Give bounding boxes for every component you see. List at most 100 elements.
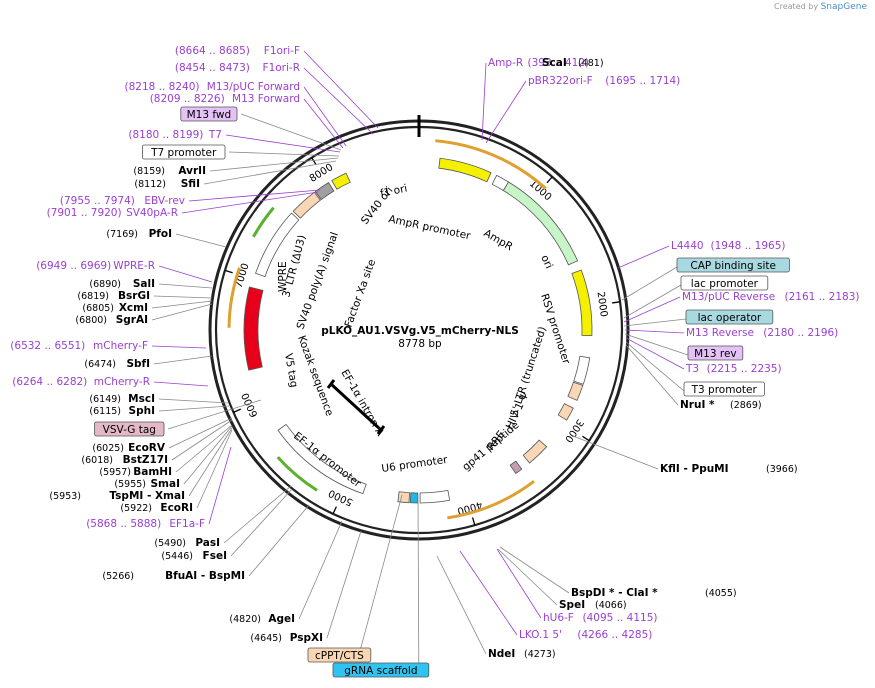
leader-line xyxy=(625,341,685,392)
feature-grna-scaffold[interactable] xyxy=(409,492,419,504)
enzyme-label[interactable]: SgrAI xyxy=(116,314,148,326)
primer-label[interactable]: M13/pUC Reverse xyxy=(682,291,775,303)
feature-rsv-promoter[interactable] xyxy=(573,355,591,385)
feature-box[interactable] xyxy=(685,309,774,325)
site-position: (3966) xyxy=(766,464,798,475)
enzyme-label[interactable]: BsrGI xyxy=(118,290,150,302)
feature-box[interactable] xyxy=(683,381,765,397)
primer-label[interactable]: mCherry-F xyxy=(93,340,148,352)
scale-tick xyxy=(224,269,233,274)
leader-line xyxy=(151,300,213,309)
feature-ef-1-promoter[interactable] xyxy=(277,423,367,495)
enzyme-label[interactable]: BfuAI - BspMI xyxy=(165,570,245,582)
primer-label[interactable]: M13 Forward xyxy=(232,93,300,105)
feature-hiv-1-[interactable] xyxy=(557,403,574,421)
feature-gp41-peptide[interactable] xyxy=(509,460,523,474)
primer-label[interactable]: LKO.1 5' xyxy=(519,629,562,641)
feature-ori[interactable] xyxy=(571,269,593,337)
site-position: (7169) xyxy=(106,229,138,240)
feature-box[interactable] xyxy=(680,275,769,291)
enzyme-label[interactable]: PfoI xyxy=(149,228,172,240)
feature-mcherry[interactable] xyxy=(243,286,264,371)
enzyme-label[interactable]: BamHI xyxy=(133,466,172,478)
site-position: (4820) xyxy=(229,614,261,625)
feature-rre[interactable] xyxy=(522,439,548,464)
feature-sv40-ori[interactable] xyxy=(331,172,351,190)
primer-label[interactable]: WPRE-R xyxy=(113,260,155,272)
site-position: (6805) xyxy=(82,303,114,314)
feature-box[interactable] xyxy=(94,421,165,437)
feature-wpre[interactable] xyxy=(255,212,300,278)
feature-5-ltr-truncated-[interactable] xyxy=(567,381,584,401)
enzyme-label[interactable]: PspXI xyxy=(290,632,323,644)
feature-cppt-cts[interactable] xyxy=(397,491,410,504)
plasmid-size: 8778 bp xyxy=(398,338,442,350)
feature-box[interactable] xyxy=(141,144,226,160)
enzyme-label[interactable]: NdeI xyxy=(488,648,515,660)
primer-label[interactable]: pBR322ori-F xyxy=(528,75,593,87)
credit-prefix: Created by xyxy=(774,2,819,11)
primer-label[interactable]: SV40pA-R xyxy=(126,207,178,219)
feature-u6-promoter[interactable] xyxy=(419,489,451,504)
enzyme-label[interactable]: SmaI xyxy=(151,478,181,490)
primer-label[interactable]: hU6-F xyxy=(543,612,574,624)
enzyme-label[interactable]: PasI xyxy=(195,537,220,549)
enzyme-label[interactable]: SpeI xyxy=(559,599,585,611)
site-position: (5922) xyxy=(120,503,152,514)
feature-box[interactable] xyxy=(307,647,372,663)
leader-line xyxy=(240,113,342,151)
primer-label[interactable]: mCherry-R xyxy=(94,376,150,388)
enzyme-label[interactable]: BspDI * - ClaI * xyxy=(571,587,658,599)
primer-label[interactable]: F1ori-R xyxy=(263,62,300,74)
enzyme-label[interactable]: XcmI xyxy=(119,302,148,314)
leader-line xyxy=(417,494,420,664)
primer-label[interactable]: F1ori-F xyxy=(264,45,300,57)
feature-box[interactable] xyxy=(687,345,744,361)
site-position: (8664 .. 8685) xyxy=(175,45,250,57)
leader-line xyxy=(153,355,213,365)
primer-label[interactable]: T3 xyxy=(685,363,699,375)
site-position: (4066) xyxy=(595,600,627,611)
site-position: (2180 .. 2196) xyxy=(763,327,838,339)
leader-line xyxy=(225,134,341,153)
enzyme-label[interactable]: MscI xyxy=(128,393,155,405)
feature-box[interactable] xyxy=(676,257,790,273)
enzyme-label[interactable]: TspMI - XmaI xyxy=(109,490,185,502)
primer-label[interactable]: Amp-R xyxy=(488,57,523,69)
enzyme-label[interactable]: AgeI xyxy=(268,613,295,625)
site-position: (2215 .. 2235) xyxy=(707,363,782,375)
enzyme-label[interactable]: EcoRV xyxy=(128,442,166,454)
enzyme-label[interactable]: SphI xyxy=(129,405,155,417)
enzyme-label[interactable]: SbfI xyxy=(126,358,150,370)
feature-f1-ori[interactable] xyxy=(438,157,492,183)
feature-3-ltr-u3-[interactable] xyxy=(292,191,321,219)
enzyme-label[interactable]: BstZ17I xyxy=(123,454,168,466)
enzyme-label[interactable]: ScaI xyxy=(542,57,567,69)
leader-line xyxy=(151,303,213,321)
enzyme-label[interactable]: EcoRI xyxy=(160,502,193,514)
primer-label[interactable]: M13/pUC Forward xyxy=(207,81,300,93)
primer-label[interactable]: M13 Reverse xyxy=(686,327,754,339)
enzyme-label[interactable]: KflI - PpuMI xyxy=(660,463,729,475)
feature-box[interactable] xyxy=(332,662,430,678)
leader-line xyxy=(151,345,207,349)
site-position: (8218 .. 8240) xyxy=(125,81,200,93)
enzyme-label[interactable]: AvrII xyxy=(178,165,206,177)
feature-ampr[interactable] xyxy=(502,181,579,266)
enzyme-label[interactable]: NruI * xyxy=(680,399,715,411)
feature-sv40-poly-a-signal[interactable] xyxy=(314,181,335,201)
enzyme-label[interactable]: FseI xyxy=(203,550,227,562)
site-position: (8112) xyxy=(134,179,166,190)
feature-box[interactable] xyxy=(180,106,238,122)
enzyme-label[interactable]: SalI xyxy=(133,278,155,290)
enzyme-label[interactable]: SfiI xyxy=(181,178,200,190)
leader-line xyxy=(248,504,310,577)
scale-tick xyxy=(612,301,621,304)
primer-label[interactable]: L4440 xyxy=(671,240,704,252)
orf-indicator xyxy=(227,267,241,328)
site-position: (6819) xyxy=(77,291,109,302)
primer-label[interactable]: EF1a-F xyxy=(169,518,205,530)
primer-label[interactable]: T7 xyxy=(208,129,222,141)
leader-line xyxy=(624,329,685,334)
primer-label[interactable]: EBV-rev xyxy=(144,195,185,207)
